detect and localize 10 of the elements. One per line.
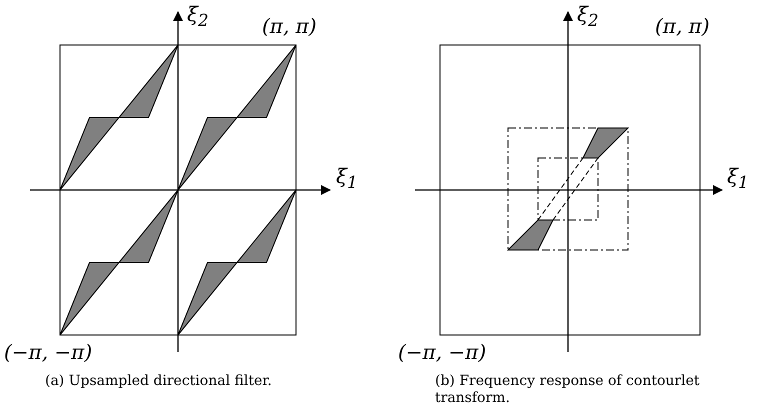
corner-label: (π, π) bbox=[655, 14, 710, 38]
axis-label: ξ$_{2}$ bbox=[577, 2, 599, 31]
figure-caption: (a) Upsampled directional filter. bbox=[45, 373, 273, 390]
figure-caption: (b) Frequency response of contourlet transform. bbox=[435, 373, 700, 407]
corner-label: (−π, −π) bbox=[398, 340, 486, 364]
axis-label: ξ$_{2}$ bbox=[187, 2, 209, 31]
axis-label: ξ$_{1}$ bbox=[727, 164, 749, 193]
corner-label: (−π, −π) bbox=[4, 340, 92, 364]
corner-label: (π, π) bbox=[262, 14, 317, 38]
axis-label: ξ$_{1}$ bbox=[336, 164, 358, 193]
